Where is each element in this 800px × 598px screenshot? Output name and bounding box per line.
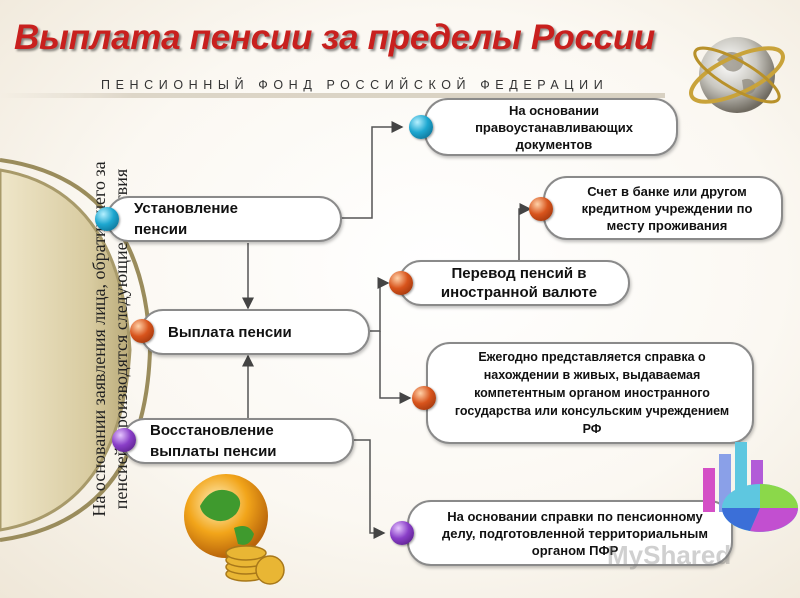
node-pfr: На основании справки по пенсионному делу… [407, 500, 733, 566]
side-label: На основании заявления лица, обратившего… [89, 161, 131, 517]
node-payment: Выплата пенсии [140, 309, 370, 355]
node-restore-label: Восстановление выплаты пенсии [150, 422, 277, 460]
node-bank: Счет в банке или другом кредитном учрежд… [543, 176, 783, 240]
restore-bullet [112, 428, 136, 452]
node-documents: На основании правоустанавливающих докуме… [424, 98, 678, 156]
documents-bullet [409, 115, 433, 139]
certificate-bullet [412, 386, 436, 410]
watermark: MyShared [607, 540, 732, 570]
globe-icon [689, 37, 785, 113]
node-certificate: Ежегодно представляется справка о нахожд… [426, 342, 754, 444]
node-establish-label: Установление пенсии [134, 200, 238, 238]
node-currency-label: Перевод пенсий в иностранной валюте [440, 265, 598, 301]
pie-chart-icon [722, 484, 798, 532]
node-documents-label: На основании правоустанавливающих докуме… [475, 102, 633, 152]
node-establish: Установление пенсии [106, 196, 342, 242]
header-divider [0, 93, 665, 98]
coins-globe-icon [184, 474, 285, 585]
node-bank-label: Счет в банке или другом кредитном учрежд… [581, 183, 753, 233]
node-pfr-label: На основании справки по пенсионному делу… [442, 508, 708, 558]
node-payment-label: Выплата пенсии [168, 323, 292, 341]
pfr-bullet [390, 521, 414, 545]
page-title: Выплата пенсии за пределы России [14, 18, 655, 57]
node-restore: Восстановление выплаты пенсии [122, 418, 354, 464]
establish-bullet [95, 207, 119, 231]
bank-bullet [529, 197, 553, 221]
node-currency: Перевод пенсий в иностранной валюте [398, 260, 630, 306]
node-certificate-label: Ежегодно представляется справка о нахожд… [454, 350, 730, 436]
payment-bullet [130, 319, 154, 343]
side-arc [0, 168, 132, 532]
currency-bullet [389, 271, 413, 295]
page-subtitle: ПЕНСИОННЫЙ ФОНД РОССИЙСКОЙ ФЕДЕРАЦИИ [101, 78, 609, 92]
